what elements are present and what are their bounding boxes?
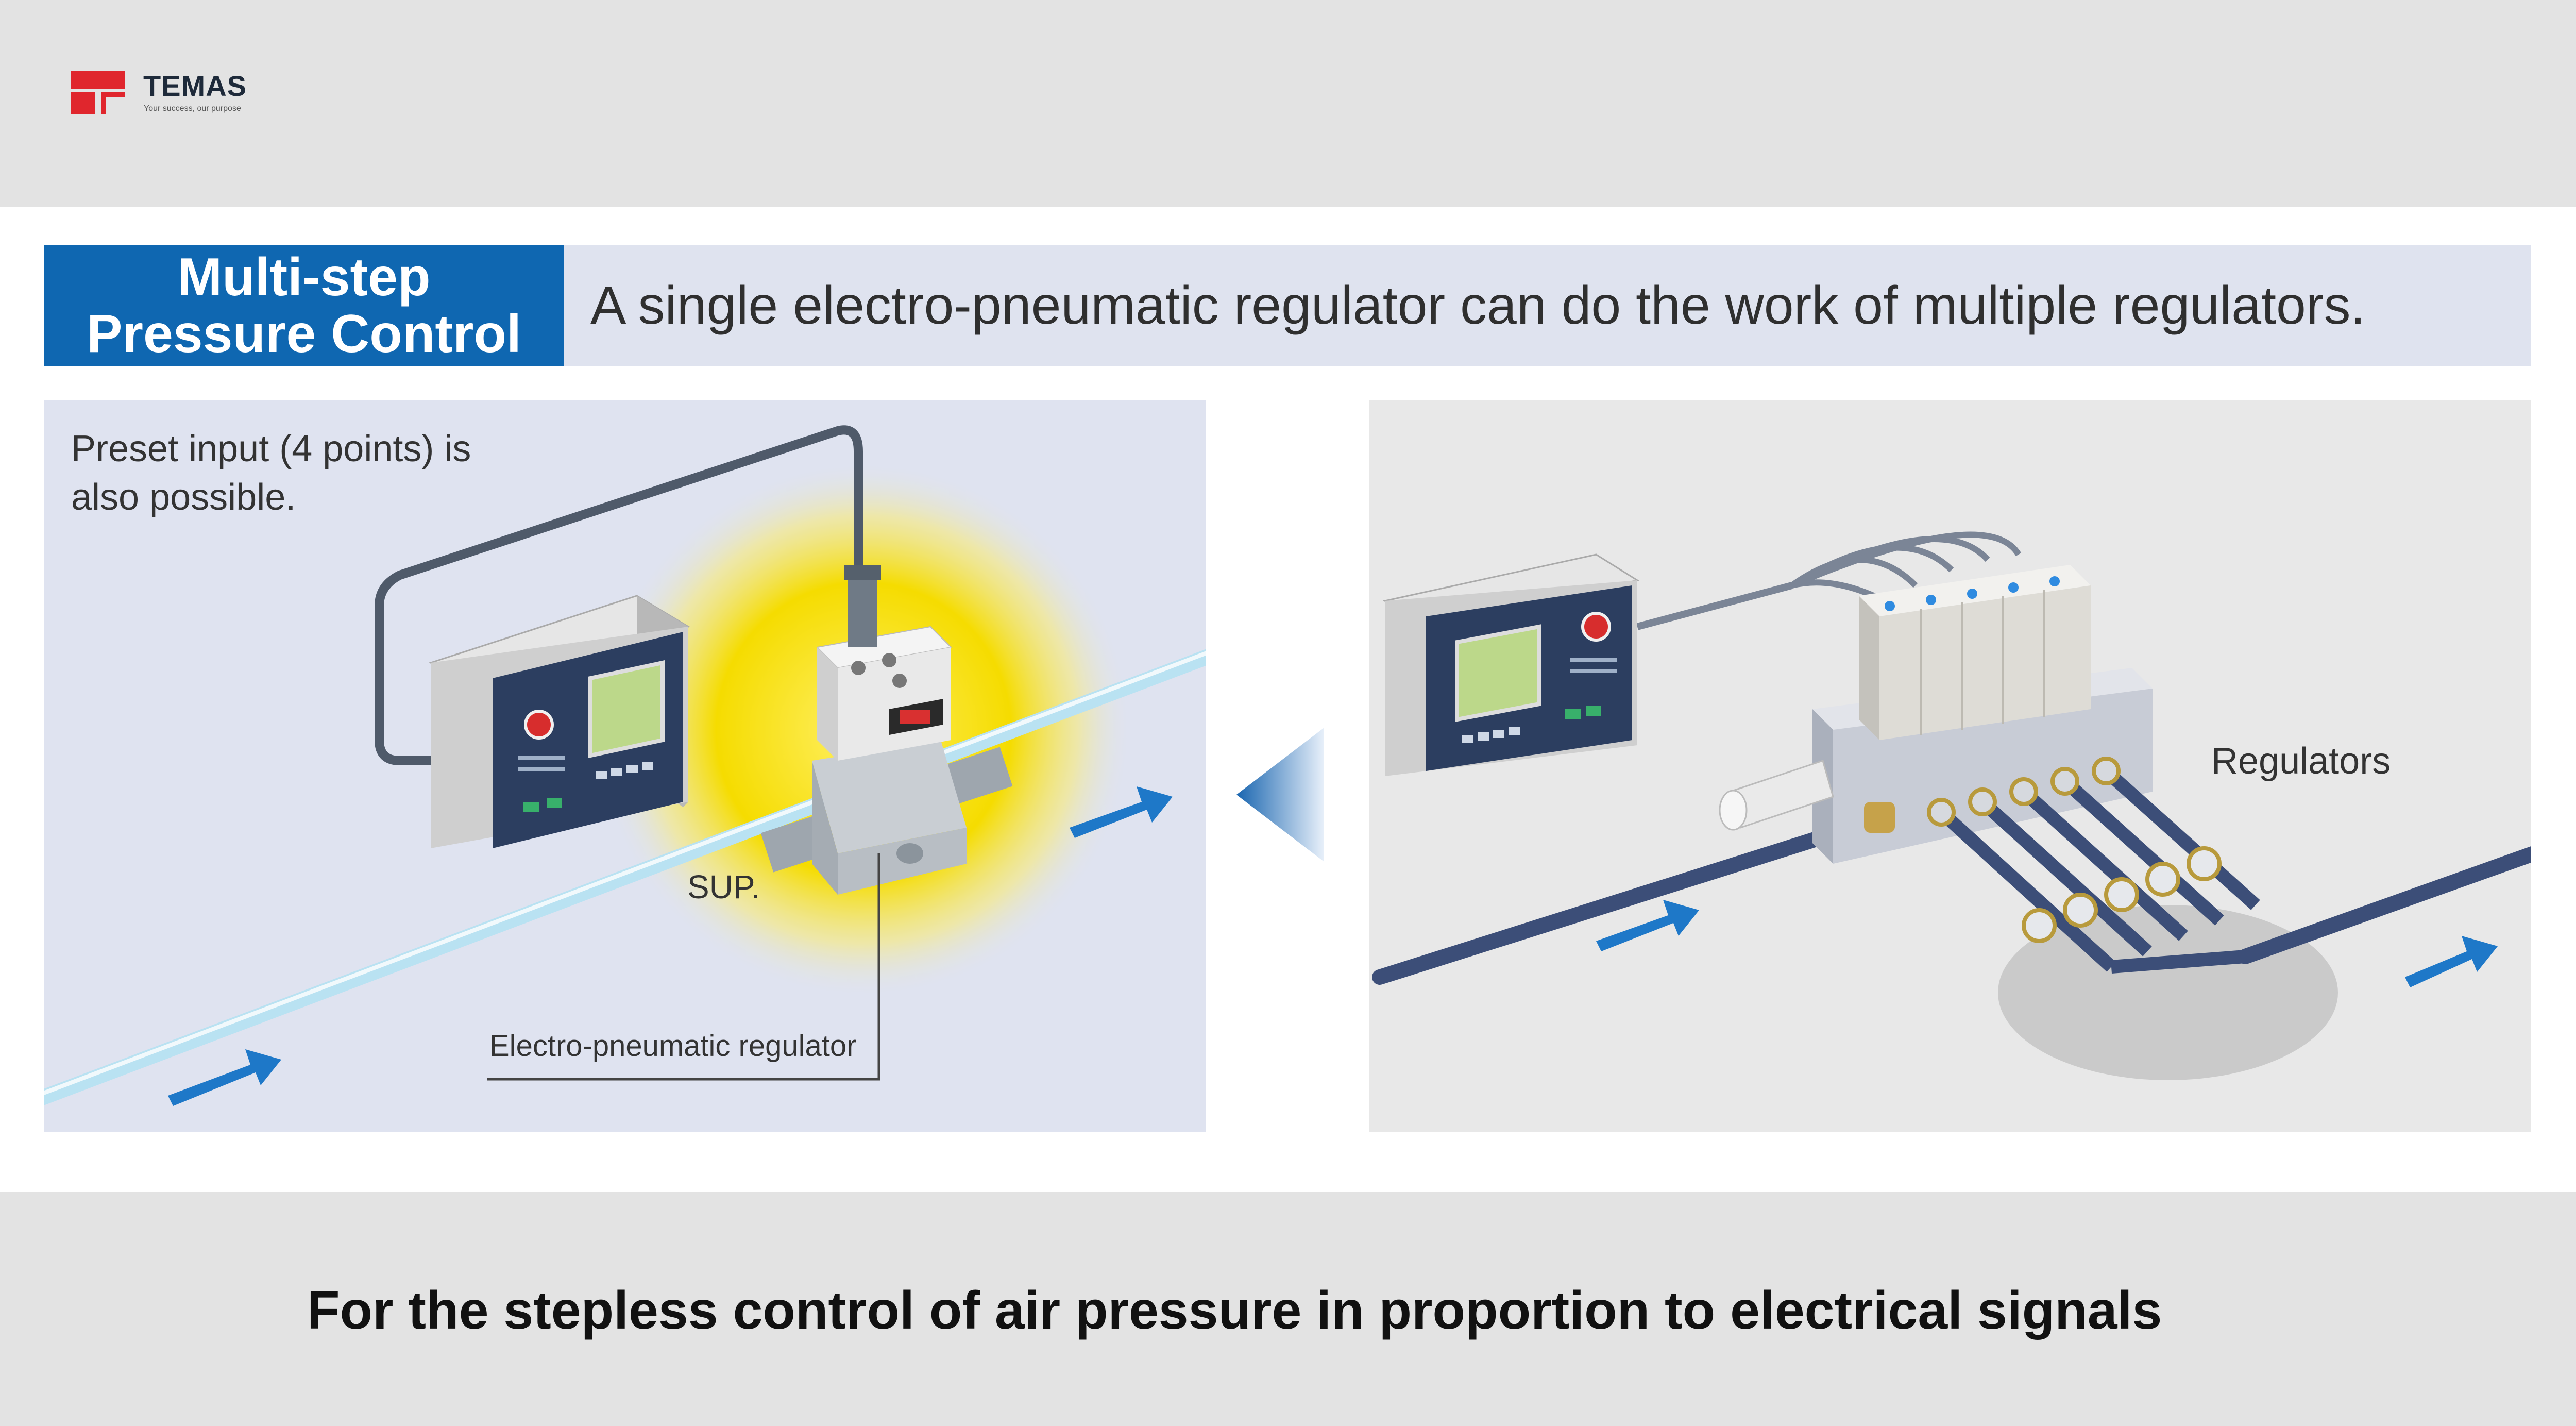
controller-box — [429, 595, 690, 848]
footer: For the stepless control of air pressure… — [0, 1192, 2576, 1426]
flow-arrow-left-bottom — [168, 1049, 281, 1106]
diagram-area: Multi-step Pressure Control A single ele… — [0, 207, 2576, 1192]
outlet-tubes — [1937, 766, 2260, 974]
regulator-leader-line — [487, 853, 880, 1081]
brand-tagline: Your success, our purpose — [144, 104, 241, 113]
regulators-label: Regulators — [2211, 741, 2391, 782]
brand-name: TEMAS — [143, 70, 247, 102]
tube-fittings — [1927, 757, 2222, 943]
preset-input-note: Preset input (4 points) is also possible… — [71, 428, 471, 518]
caption: For the stepless control of air pressure… — [307, 1281, 2162, 1340]
multiple-regulators-illustration — [1372, 531, 2531, 1080]
single-regulator-panel: Preset input (4 points) is also possible… — [44, 400, 1206, 1132]
flow-arrow-right-left — [1596, 900, 1699, 951]
sup-label: SUP. — [687, 868, 760, 905]
replaces-arrow-icon — [1236, 728, 1324, 862]
multiple-regulators-panel: Regulators — [1369, 400, 2531, 1132]
single-regulator-illustration — [44, 425, 1206, 1106]
supply-pipe-right — [1372, 810, 2531, 985]
regulator-stack — [1859, 565, 2091, 740]
title-strip: Multi-step Pressure Control A single ele… — [44, 245, 2531, 366]
signal-cables-right — [1636, 531, 2022, 630]
temas-logo-icon — [71, 71, 125, 114]
flow-arrow-right-right — [2405, 936, 2498, 987]
title-badge: Multi-step Pressure Control — [44, 245, 564, 366]
title-badge-line1: Multi-step — [177, 247, 431, 307]
silencer — [1719, 760, 1895, 833]
electro-pneumatic-regulator — [760, 565, 1013, 895]
electro-pneumatic-regulator-label: Electro-pneumatic regulator — [489, 1029, 857, 1063]
header: TEMAS Your success, our purpose — [0, 0, 2576, 207]
temas-logo[interactable]: TEMAS Your success, our purpose — [71, 69, 267, 121]
title-badge-line2: Pressure Control — [87, 304, 521, 364]
signal-cable — [375, 425, 863, 765]
flow-arrow-left-right — [1070, 786, 1173, 838]
title-text: A single electro-pneumatic regulator can… — [590, 276, 2366, 335]
controller-box-right — [1383, 553, 1639, 776]
